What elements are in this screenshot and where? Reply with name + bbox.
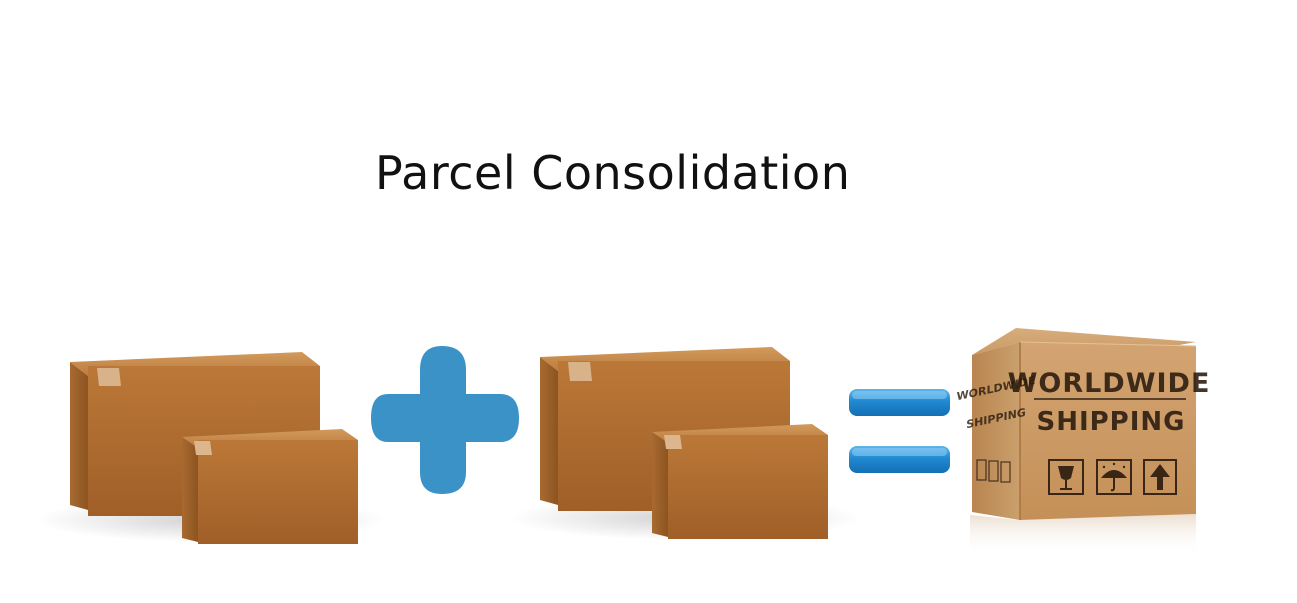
small-box-left [182,429,358,544]
diagram-title: Parcel Consolidation [375,146,851,200]
this-way-up-arrow-icon [1143,459,1177,495]
plus-icon [371,346,519,494]
box-reflection [970,514,1196,556]
box-group-left [35,352,385,544]
box-group-middle [510,347,860,540]
keep-dry-umbrella-icon [1096,459,1132,495]
front-label-line1: WORLDWIDE [1008,368,1211,399]
side-handling-icons [976,459,1011,483]
worldwide-shipping-box: WORLDWIDE SHIPPING WORLDWIDE SHIPPING [957,328,1211,556]
front-label-line2: SHIPPING [1036,407,1185,437]
small-box-middle [652,424,828,539]
equals-icon [849,389,950,473]
fragile-glass-icon [1048,459,1084,495]
